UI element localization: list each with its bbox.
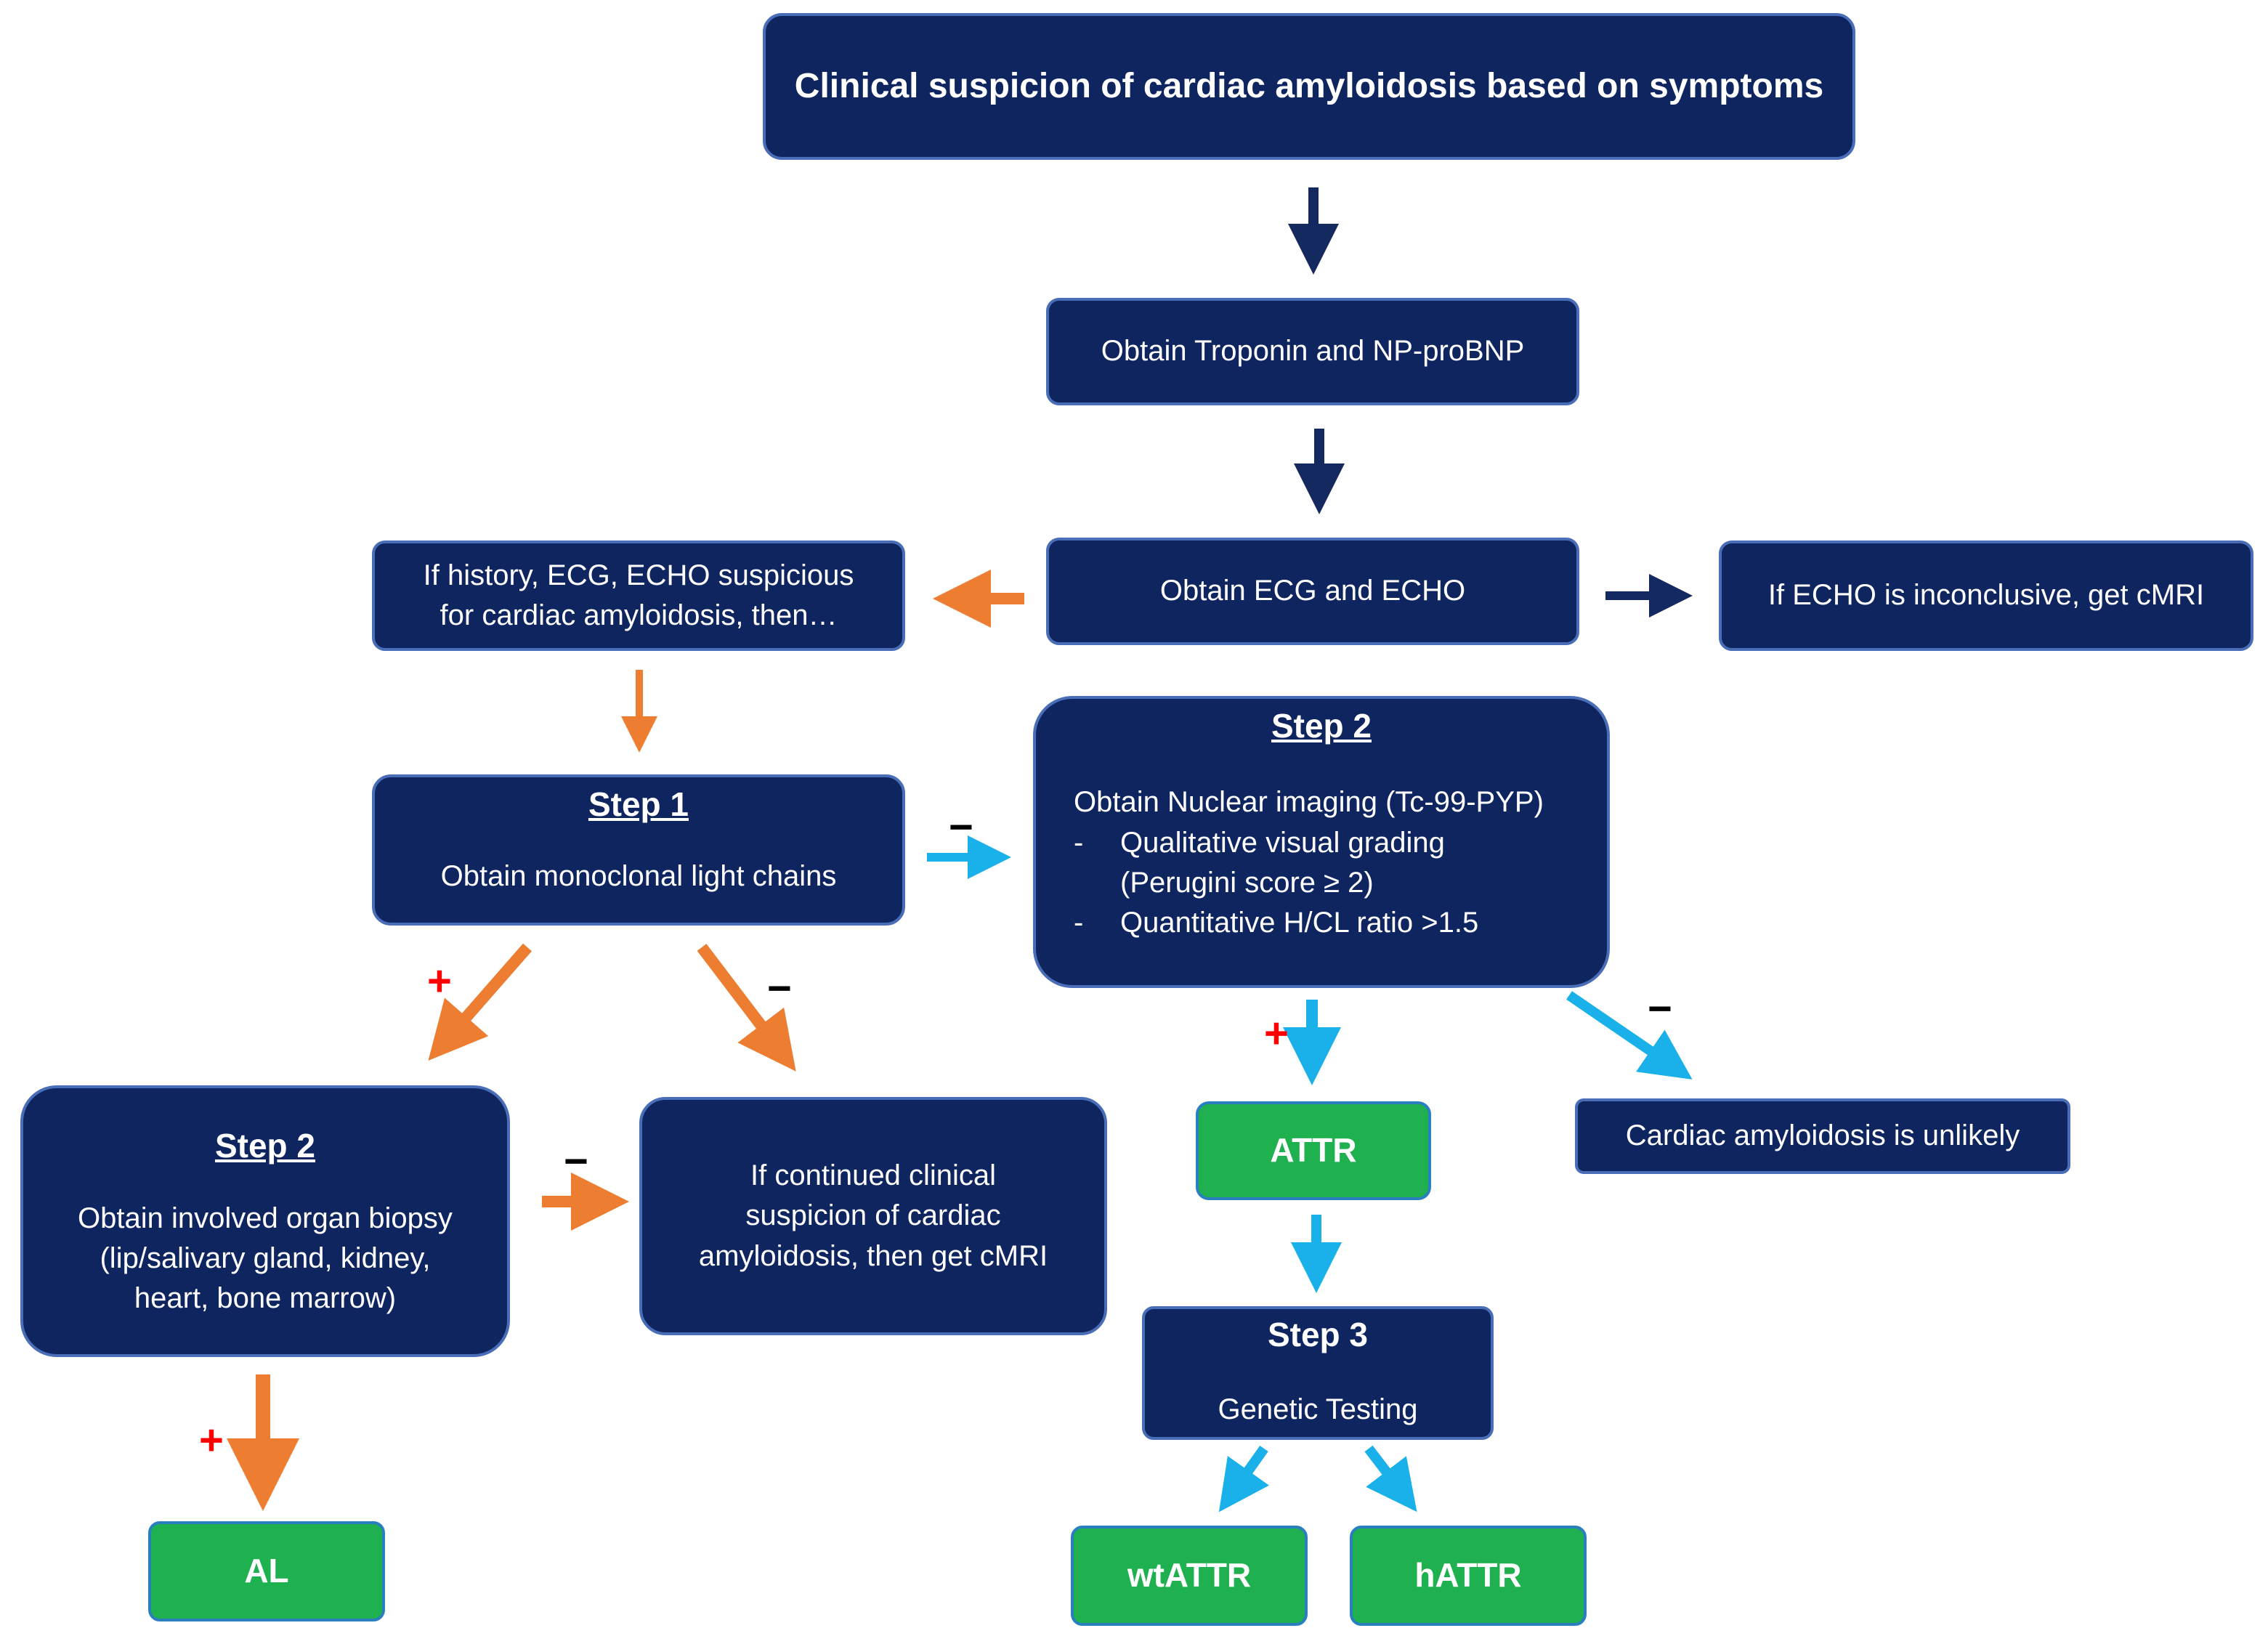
nuclear-bullet-1-line-1: Qualitative visual grading [1120, 826, 1445, 859]
nuclear-step-title: Step 2 [1271, 707, 1372, 745]
clinical-suspicion-text: Clinical suspicion of cardiac amyloidosi… [794, 66, 1824, 105]
attr-text: ATTR [1270, 1131, 1357, 1170]
nuclear-bullet-1-line-2: (Perugini score ≥ 2) [1120, 866, 1374, 899]
bullet-marker: - [1074, 826, 1084, 859]
ecg-echo-text: Obtain ECG and ECHO [1159, 575, 1466, 607]
troponin-box: Obtain Troponin and NP-proBNP [1046, 298, 1579, 405]
biopsy-line-3: heart, bone marrow) [134, 1282, 397, 1315]
minus-sign-step1-to-nuclear: − [949, 803, 973, 851]
nuclear-text: Obtain Nuclear imaging (Tc-99-PYP) [1074, 786, 1544, 819]
biopsy-line-1: Obtain involved organ biopsy [78, 1202, 453, 1234]
biopsy-step-title: Step 2 [214, 1127, 316, 1165]
arrow-step1-to-biopsy [428, 943, 532, 1061]
genetic-text: Genetic Testing [1218, 1393, 1418, 1426]
arrow-step1-to-continued [697, 944, 796, 1072]
al-text: AL [244, 1552, 289, 1590]
nuclear-bullet-2: - Quantitative H/CL ratio >1.5 [1074, 903, 1544, 943]
biopsy-line-2: (lip/salivary gland, kidney, [100, 1242, 431, 1275]
nuclear-bullet-1: - Qualitative visual grading (Perugini s… [1074, 823, 1544, 903]
minus-sign-biopsy-to-continued: − [564, 1138, 588, 1185]
step1-title: Step 1 [588, 785, 689, 823]
history-suspicious-box: If history, ECG, ECHO suspicious for car… [372, 540, 905, 651]
plus-sign-step1-to-biopsy: + [427, 957, 452, 1005]
genetic-testing-box: Step 3 Genetic Testing [1142, 1306, 1494, 1440]
minus-sign-step1-to-continued: − [767, 965, 792, 1012]
continued-line-2: suspicion of cardiac [745, 1199, 1001, 1232]
organ-biopsy-box: Step 2 Obtain involved organ biopsy (lip… [20, 1085, 510, 1357]
genetic-step-title: Step 3 [1267, 1316, 1369, 1353]
history-line-1: If history, ECG, ECHO suspicious [423, 559, 854, 591]
wtattr-outcome-box: wtATTR [1071, 1526, 1308, 1626]
wtattr-text: wtATTR [1127, 1556, 1252, 1595]
unlikely-text: Cardiac amyloidosis is unlikely [1625, 1119, 2020, 1152]
hattr-text: hATTR [1414, 1556, 1522, 1595]
cmri-inconclusive-box: If ECHO is inconclusive, get cMRI [1719, 540, 2253, 651]
attr-outcome-box: ATTR [1196, 1101, 1431, 1200]
bullet-marker: - [1074, 907, 1084, 939]
cmri-inconclusive-text: If ECHO is inconclusive, get cMRI [1767, 579, 2205, 612]
continued-suspicion-box: If continued clinical suspicion of cardi… [639, 1097, 1107, 1335]
plus-sign-nuclear-to-attr: + [1264, 1010, 1289, 1057]
troponin-text: Obtain Troponin and NP-proBNP [1101, 335, 1525, 368]
history-line-2: for cardiac amyloidosis, then… [440, 599, 838, 631]
minus-sign-nuclear-to-unlikely: − [1648, 985, 1672, 1032]
unlikely-box: Cardiac amyloidosis is unlikely [1575, 1098, 2070, 1174]
nuclear-bullet-2-text: Quantitative H/CL ratio >1.5 [1120, 907, 1479, 939]
continued-line-3: amyloidosis, then get cMRI [698, 1239, 1048, 1272]
hattr-outcome-box: hATTR [1350, 1526, 1587, 1626]
step1-box: Step 1 Obtain monoclonal light chains [372, 774, 905, 926]
clinical-suspicion-box: Clinical suspicion of cardiac amyloidosi… [763, 13, 1855, 160]
plus-sign-biopsy-to-al: + [199, 1417, 224, 1464]
step1-text: Obtain monoclonal light chains [440, 860, 837, 893]
continued-line-1: If continued clinical [750, 1159, 996, 1192]
ecg-echo-box: Obtain ECG and ECHO [1046, 538, 1579, 645]
nuclear-content: Obtain Nuclear imaging (Tc-99-PYP) - Qua… [1074, 782, 1544, 943]
al-outcome-box: AL [148, 1521, 385, 1621]
arrow-genetic-to-wtattr [1218, 1445, 1269, 1513]
arrow-nuclear-to-unlikely [1566, 991, 1693, 1080]
nuclear-imaging-box: Step 2 Obtain Nuclear imaging (Tc-99-PYP… [1033, 696, 1610, 988]
arrow-genetic-to-hattr [1364, 1445, 1417, 1513]
